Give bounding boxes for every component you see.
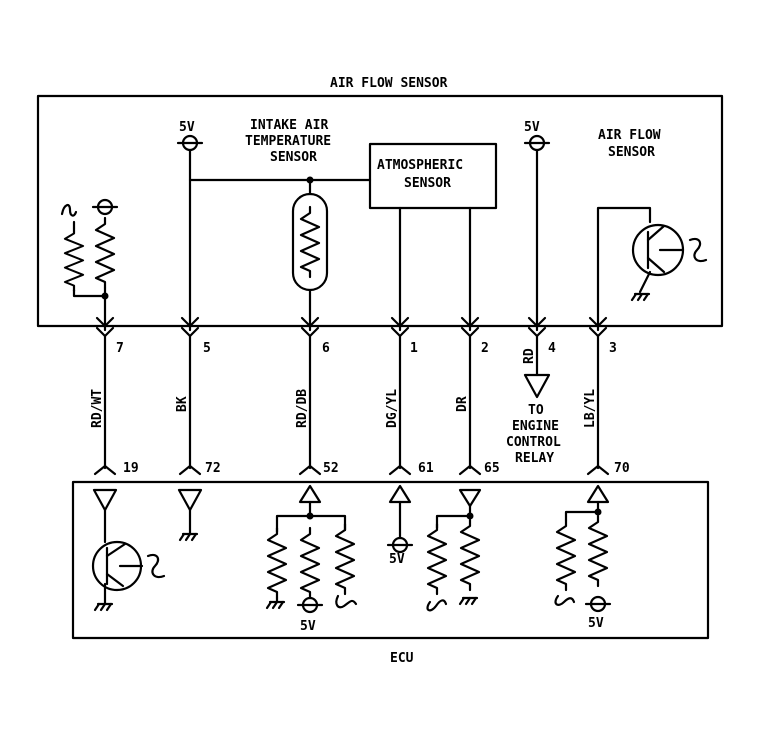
wire-color-bk: BK: [175, 396, 190, 412]
ecu-box: [71, 480, 710, 640]
wire-color-lb-yl: LB/YL: [583, 389, 598, 428]
atmospheric-label-2: SENSOR: [404, 176, 451, 191]
atmospheric-label-1: ATMOSPHERIC: [377, 158, 463, 173]
ecu-pin61-supply: [386, 484, 414, 554]
iat-label-1: INTAKE AIR: [250, 118, 328, 133]
top-pin-7: 7: [116, 341, 124, 356]
air-flow-sensor-title: AIR FLOW SENSOR: [330, 76, 448, 91]
five-v-label-2: 5V: [524, 120, 540, 135]
ecu-pin52-network: [265, 484, 358, 614]
top-pin-2: 2: [481, 341, 489, 356]
relay-note-1: TO: [528, 403, 544, 418]
ecu-pin65-network: [426, 488, 482, 612]
iat-label-3: SENSOR: [270, 150, 317, 165]
top-pin-4: 4: [548, 341, 556, 356]
air-flow-label-1: AIR FLOW: [598, 128, 661, 143]
relay-note-4: RELAY: [515, 451, 554, 466]
relay-note-3: CONTROL: [506, 435, 561, 450]
relay-arrow: [523, 373, 551, 399]
top-pin-6: 6: [322, 341, 330, 356]
pin7-thermistor-circuit: [60, 198, 119, 332]
wire-color-rd-db: RD/DB: [295, 389, 310, 428]
ecu-pin-70: 70: [614, 461, 630, 476]
five-v-label: 5V: [179, 120, 195, 135]
ecu-connector-terminals: [93, 464, 610, 476]
five-v-label-ecu-61: 5V: [389, 552, 405, 567]
air-flow-transistor: [596, 206, 708, 332]
top-pin-5: 5: [203, 341, 211, 356]
five-v-label-ecu-52: 5V: [300, 619, 316, 634]
harness-wires: [103, 334, 600, 470]
top-pin-1: 1: [410, 341, 418, 356]
ecu-pin-19: 19: [123, 461, 139, 476]
iat-label-2: TEMPERATURE: [245, 134, 331, 149]
ecu-pin72-ground: [177, 488, 203, 542]
wire-color-dr: DR: [455, 396, 470, 412]
ecu-title: ECU: [390, 651, 414, 666]
ecu-pin19-transistor: [91, 488, 166, 612]
wire-color-rd: RD: [522, 348, 537, 364]
air-flow-sensor-box: [36, 94, 724, 328]
wire-color-dg-yl: DG/YL: [385, 389, 400, 428]
five-v-label-ecu-70: 5V: [588, 616, 604, 631]
wire-color-rd-wt: RD/WT: [90, 389, 105, 428]
ecu-pin70-network: [554, 484, 612, 613]
relay-note-2: ENGINE: [512, 419, 559, 434]
ecu-pin-52: 52: [323, 461, 339, 476]
ecu-pin-61: 61: [418, 461, 434, 476]
ecu-pin-72: 72: [205, 461, 221, 476]
atmospheric-sensor-box: [368, 142, 498, 210]
ecu-pin-65: 65: [484, 461, 500, 476]
top-pin-3: 3: [609, 341, 617, 356]
air-flow-label-2: SENSOR: [608, 145, 655, 160]
